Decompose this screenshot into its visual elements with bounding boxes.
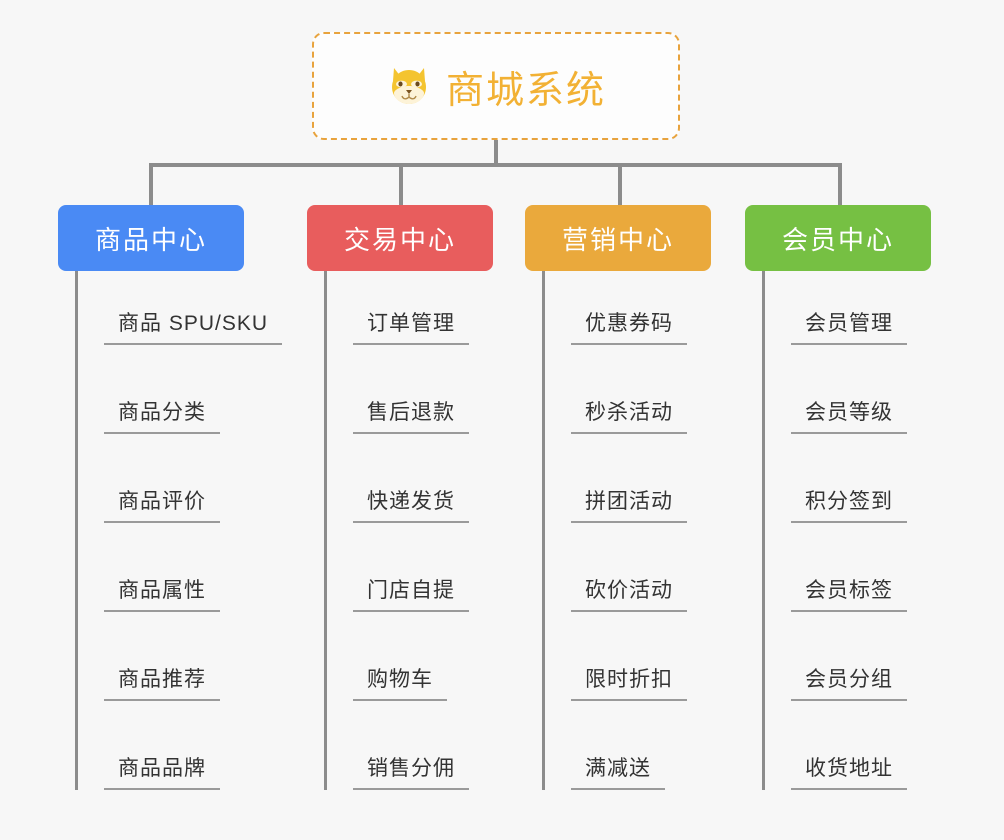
- leaf-item[interactable]: 销售分佣: [324, 742, 469, 790]
- leaf-item-label: 积分签到: [791, 485, 907, 523]
- leaf-item-label: 销售分佣: [353, 752, 469, 790]
- leaf-item[interactable]: 商品推荐: [75, 653, 220, 701]
- category-node-1[interactable]: 商品中心: [58, 205, 244, 271]
- leaf-item[interactable]: 会员等级: [762, 386, 907, 434]
- leaf-item-label: 优惠券码: [571, 307, 687, 345]
- leaf-item[interactable]: 优惠券码: [542, 297, 687, 345]
- leaf-item-label: 订单管理: [353, 307, 469, 345]
- leaf-item[interactable]: 商品属性: [75, 564, 220, 612]
- leaf-item[interactable]: 积分签到: [762, 475, 907, 523]
- leaf-item[interactable]: 购物车: [324, 653, 447, 701]
- connector-drop-3: [618, 163, 622, 207]
- leaf-item[interactable]: 商品 SPU/SKU: [75, 297, 283, 345]
- leaf-item-label: 售后退款: [353, 396, 469, 434]
- category-node-4[interactable]: 会员中心: [745, 205, 931, 271]
- leaf-item[interactable]: 快递发货: [324, 475, 469, 523]
- leaf-item[interactable]: 砍价活动: [542, 564, 687, 612]
- leaf-item-label: 满减送: [571, 752, 665, 790]
- connector-drop-4: [838, 163, 842, 207]
- leaf-item-label: 购物车: [353, 663, 447, 701]
- leaf-item-label: 商品属性: [104, 574, 220, 612]
- leaf-item-label: 限时折扣: [571, 663, 687, 701]
- leaf-item[interactable]: 限时折扣: [542, 653, 687, 701]
- category-label: 商品中心: [94, 224, 207, 255]
- connector-drop-1: [149, 163, 153, 207]
- leaf-item[interactable]: 订单管理: [324, 297, 469, 345]
- connector-drop-2: [399, 163, 403, 207]
- dog-face-icon: [386, 63, 432, 109]
- leaf-item[interactable]: 拼团活动: [542, 475, 687, 523]
- connector-spine: [542, 271, 545, 790]
- leaf-item-label: 快递发货: [353, 485, 469, 523]
- leaf-item[interactable]: 会员分组: [762, 653, 907, 701]
- leaf-item[interactable]: 满减送: [542, 742, 665, 790]
- leaf-item-label: 商品评价: [104, 485, 220, 523]
- leaf-item[interactable]: 商品品牌: [75, 742, 220, 790]
- category-node-2[interactable]: 交易中心: [307, 205, 493, 271]
- leaf-item-label: 商品分类: [104, 396, 220, 434]
- leaf-item-label: 会员管理: [791, 307, 907, 345]
- category-label: 交易中心: [343, 224, 456, 255]
- leaf-item[interactable]: 售后退款: [324, 386, 469, 434]
- connector-spine: [75, 271, 78, 790]
- leaf-item-label: 会员等级: [791, 396, 907, 434]
- leaf-item[interactable]: 会员管理: [762, 297, 907, 345]
- leaf-item[interactable]: 商品评价: [75, 475, 220, 523]
- connector-spine: [324, 271, 327, 790]
- leaf-item-label: 会员分组: [791, 663, 907, 701]
- leaf-item[interactable]: 收货地址: [762, 742, 907, 790]
- leaf-item[interactable]: 会员标签: [762, 564, 907, 612]
- leaf-item[interactable]: 商品分类: [75, 386, 220, 434]
- category-label: 营销中心: [561, 224, 674, 255]
- leaf-item-label: 砍价活动: [571, 574, 687, 612]
- category-label: 会员中心: [781, 224, 894, 255]
- leaf-item-label: 门店自提: [353, 574, 469, 612]
- root-title: 商城系统: [445, 69, 606, 112]
- leaf-item-label: 商品品牌: [104, 752, 220, 790]
- leaf-item-label: 秒杀活动: [571, 396, 687, 434]
- root-node[interactable]: 商城系统: [312, 32, 680, 140]
- leaf-item-label: 收货地址: [791, 752, 907, 790]
- connector-bus: [150, 163, 842, 167]
- leaf-item-label: 商品 SPU/SKU: [104, 307, 283, 345]
- leaf-item-label: 拼团活动: [571, 485, 687, 523]
- leaf-item-label: 商品推荐: [104, 663, 220, 701]
- connector-trunk: [494, 140, 498, 165]
- category-node-3[interactable]: 营销中心: [525, 205, 711, 271]
- leaf-item[interactable]: 秒杀活动: [542, 386, 687, 434]
- leaf-item[interactable]: 门店自提: [324, 564, 469, 612]
- connector-spine: [762, 271, 765, 790]
- leaf-item-label: 会员标签: [791, 574, 907, 612]
